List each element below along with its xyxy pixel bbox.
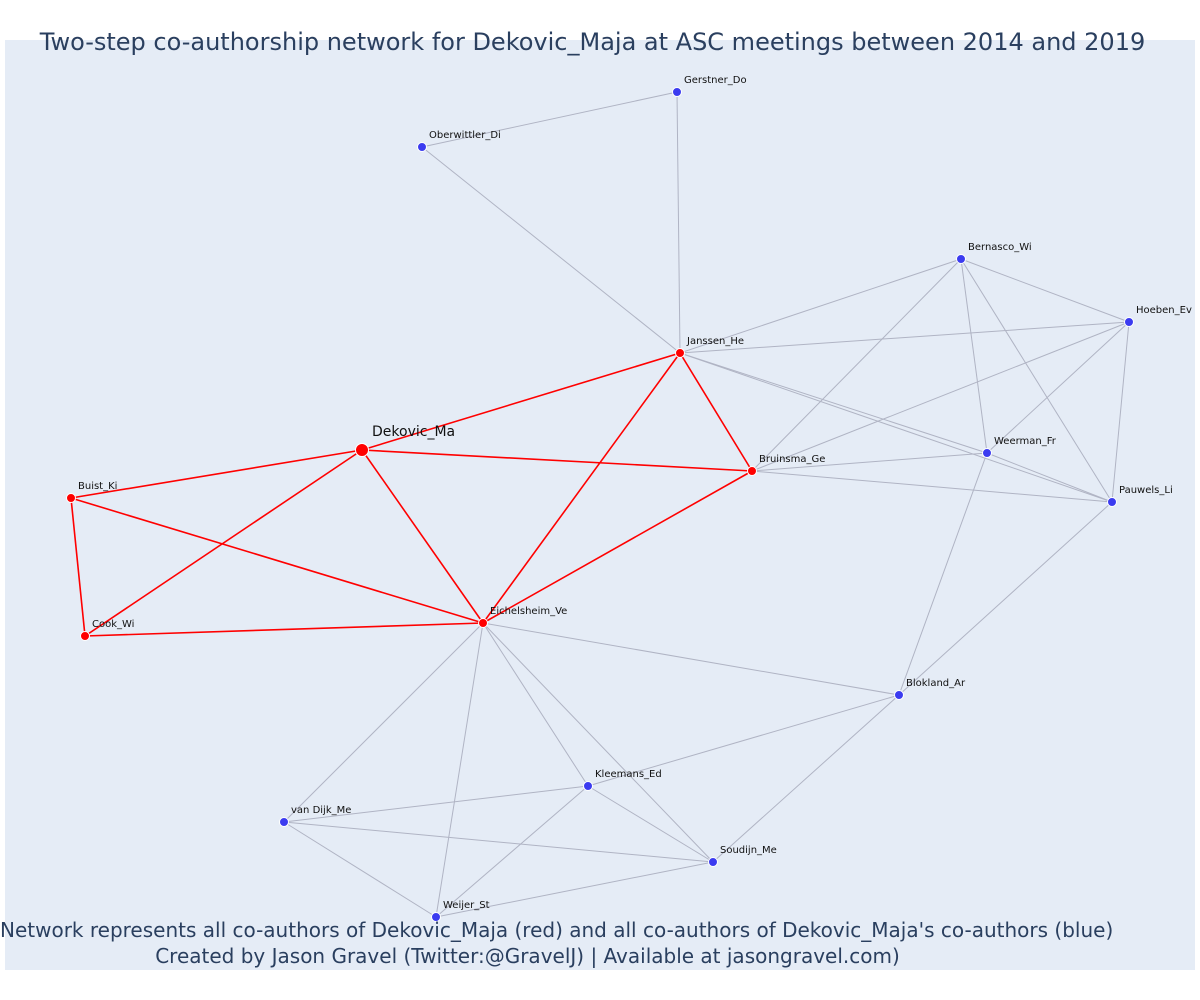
edge-kleemans-ed-weijer-st [435, 785, 589, 918]
edge-eichelsheim-ve-kleemans-ed [482, 622, 589, 787]
footer-caption: Network represents all co-authors of Dek… [0, 917, 1114, 969]
node-soudijn-me[interactable] [708, 857, 718, 867]
edge-blokland-ar-kleemans-ed [587, 694, 900, 787]
edge-eichelsheim-ve-van-dijk-me [283, 622, 484, 823]
edge-dekovic-ma-bruinsma-ge [361, 449, 753, 472]
node-cook-wi[interactable] [80, 631, 90, 641]
node-label-cook-wi: Cook_Wi [92, 619, 134, 630]
edge-bernasco-wi-pauwels-li [960, 258, 1113, 503]
edge-dekovic-ma-buist-ki [70, 449, 363, 499]
edge-layer [70, 91, 1130, 918]
edge-eichelsheim-ve-soudijn-me [482, 622, 714, 863]
edge-hoeben-ev-weerman-fr [986, 321, 1130, 454]
edge-bernasco-wi-hoeben-ev [960, 258, 1130, 323]
edge-eichelsheim-ve-weijer-st [435, 622, 484, 918]
node-label-pauwels-li: Pauwels_Li [1119, 485, 1173, 496]
node-label-blokland-ar: Blokland_Ar [906, 678, 966, 689]
footer-line-2: Created by Jason Gravel (Twitter:@Gravel… [155, 944, 900, 968]
edge-janssen-he-pauwels-li [679, 352, 1113, 503]
edge-bernasco-wi-weerman-fr [960, 258, 988, 454]
edge-bernasco-wi-bruinsma-ge [751, 258, 962, 472]
edge-blokland-ar-soudijn-me [712, 694, 900, 863]
edge-bruinsma-ge-eichelsheim-ve [482, 470, 753, 624]
node-weijer-st[interactable] [431, 912, 441, 922]
node-bernasco-wi[interactable] [956, 254, 966, 264]
label-layer: Dekovic_Ma Janssen_HeBruinsma_GeEichelshe… [78, 75, 1192, 911]
node-label-eichelsheim-ve: Eichelsheim_Ve [490, 606, 567, 617]
edge-bruinsma-ge-pauwels-li [751, 470, 1113, 503]
edge-gerstner-do-oberwittler-di [421, 91, 678, 148]
node-label-soudijn-me: Soudijn_Me [720, 845, 777, 856]
edge-hoeben-ev-bruinsma-ge [751, 321, 1130, 472]
node-janssen-he[interactable] [675, 348, 685, 358]
edge-janssen-he-hoeben-ev [679, 321, 1130, 354]
edge-van-dijk-me-weijer-st [283, 821, 437, 918]
node-layer [66, 87, 1134, 922]
node-label-hoeben-ev: Hoeben_Ev [1136, 305, 1192, 316]
node-label-buist-ki: Buist_Ki [78, 481, 117, 492]
node-buist-ki[interactable] [66, 493, 76, 503]
node-bruinsma-ge[interactable] [747, 466, 757, 476]
edge-pauwels-li-blokland-ar [898, 501, 1113, 696]
edge-kleemans-ed-van-dijk-me [283, 785, 589, 823]
plot-area [5, 40, 1195, 970]
edge-oberwittler-di-janssen-he [421, 146, 681, 354]
node-label-bernasco-wi: Bernasco_Wi [968, 242, 1032, 253]
edge-bruinsma-ge-weerman-fr [751, 452, 988, 472]
edge-buist-ki-cook-wi [70, 497, 86, 637]
node-label-dekovic-ma: Dekovic_Ma [372, 424, 455, 440]
edge-janssen-he-bruinsma-ge [679, 352, 753, 472]
node-gerstner-do[interactable] [672, 87, 682, 97]
edge-weerman-fr-pauwels-li [986, 452, 1113, 503]
node-kleemans-ed[interactable] [583, 781, 593, 791]
edge-janssen-he-weerman-fr [679, 352, 988, 454]
edge-gerstner-do-janssen-he [676, 91, 681, 354]
node-label-oberwittler-di: Oberwittler_Di [429, 130, 501, 141]
node-hoeben-ev[interactable] [1124, 317, 1134, 327]
edge-dekovic-ma-eichelsheim-ve [361, 449, 484, 624]
node-label-van-dijk-me: van Dijk_Me [291, 805, 351, 816]
footer-line-1: Network represents all co-authors of Dek… [0, 918, 1114, 942]
node-van-dijk-me[interactable] [279, 817, 289, 827]
edge-soudijn-me-weijer-st [435, 861, 714, 918]
node-label-bruinsma-ge: Bruinsma_Ge [759, 454, 825, 465]
node-oberwittler-di[interactable] [417, 142, 427, 152]
edge-cook-wi-eichelsheim-ve [84, 622, 484, 637]
edge-hoeben-ev-pauwels-li [1111, 321, 1130, 503]
edge-eichelsheim-ve-blokland-ar [482, 622, 900, 696]
node-dekovic-ma[interactable] [355, 443, 369, 457]
edge-dekovic-ma-cook-wi [84, 449, 363, 637]
node-label-weijer-st: Weijer_St [443, 900, 490, 911]
edge-weerman-fr-blokland-ar [898, 452, 988, 696]
node-blokland-ar[interactable] [894, 690, 904, 700]
edge-van-dijk-me-soudijn-me [283, 821, 714, 863]
edge-kleemans-ed-soudijn-me [587, 785, 714, 863]
node-eichelsheim-ve[interactable] [478, 618, 488, 628]
edge-janssen-he-eichelsheim-ve [482, 352, 681, 624]
node-weerman-fr[interactable] [982, 448, 992, 458]
chart-title: Two-step co-authorship network for Dekov… [39, 28, 1146, 56]
node-label-gerstner-do: Gerstner_Do [684, 75, 747, 86]
edge-buist-ki-eichelsheim-ve [70, 497, 484, 624]
node-label-kleemans-ed: Kleemans_Ed [595, 769, 662, 780]
node-label-weerman-fr: Weerman_Fr [994, 436, 1057, 447]
edge-dekovic-ma-janssen-he [361, 352, 681, 451]
node-label-janssen-he: Janssen_He [686, 336, 744, 347]
edge-janssen-he-bernasco-wi [679, 258, 962, 354]
node-pauwels-li[interactable] [1107, 497, 1117, 507]
